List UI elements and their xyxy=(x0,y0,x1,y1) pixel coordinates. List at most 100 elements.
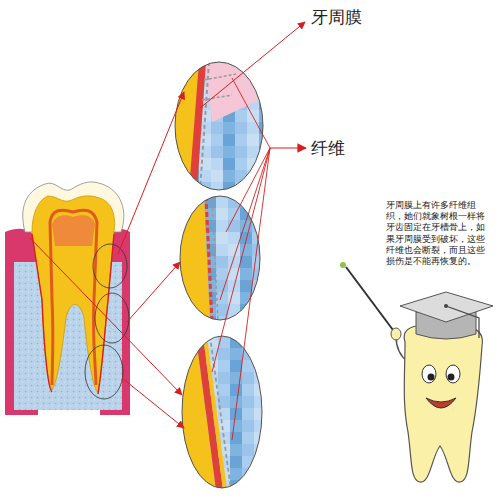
drawing-part xyxy=(230,444,242,456)
drawing-part xyxy=(247,134,259,146)
drawing-part xyxy=(232,148,270,440)
drawing-part xyxy=(242,372,254,384)
drawing-part xyxy=(223,158,235,170)
drawing-part xyxy=(175,170,187,182)
drawing-part xyxy=(211,170,223,182)
drawing-part xyxy=(182,468,194,480)
drawing-part xyxy=(240,268,252,280)
drawing-part xyxy=(175,182,187,194)
magnified-view xyxy=(180,336,266,492)
drawing-part xyxy=(218,372,230,384)
drawing-part xyxy=(216,208,228,220)
drawing-part xyxy=(192,316,204,328)
magnified-view xyxy=(178,195,264,328)
drawing-part xyxy=(212,196,218,322)
tassel xyxy=(446,306,479,338)
drawing-part xyxy=(228,208,240,220)
pointer-arrows xyxy=(30,92,184,428)
drawing-part xyxy=(422,365,436,383)
drawing-part xyxy=(194,480,206,492)
drawing-part xyxy=(254,480,266,492)
drawing-part xyxy=(242,384,254,396)
drawing-part xyxy=(428,374,435,381)
drawing-part xyxy=(254,372,266,384)
drawing-part xyxy=(182,348,194,360)
drawing-part xyxy=(240,244,252,256)
drawing-part xyxy=(230,456,242,468)
drawing-part xyxy=(235,110,247,122)
drawing-part xyxy=(230,384,242,396)
drawing-part xyxy=(228,232,240,244)
magnified-views xyxy=(174,62,271,492)
drawing-part xyxy=(210,336,231,490)
tooth-body xyxy=(404,325,482,482)
magnified-outline xyxy=(182,336,262,488)
drawing-part xyxy=(218,384,230,396)
drawing-part xyxy=(180,304,192,316)
drawing-part xyxy=(230,432,242,444)
focus-circle xyxy=(93,244,127,288)
drawing-part xyxy=(122,378,184,428)
drawing-part xyxy=(259,86,271,98)
drawing-part xyxy=(211,134,223,146)
drawing-part xyxy=(127,262,180,322)
mouth xyxy=(426,398,456,408)
drawing-part xyxy=(240,280,252,292)
drawing-part xyxy=(240,316,252,328)
drawing-part xyxy=(235,170,247,182)
drawing-part xyxy=(200,62,209,190)
drawing-part xyxy=(247,158,259,170)
drawing-part xyxy=(242,480,254,492)
drawing-part xyxy=(230,348,242,360)
drawing-part xyxy=(216,196,228,208)
drawing-part xyxy=(223,146,235,158)
drawing-part xyxy=(254,456,266,468)
pointer-tip xyxy=(340,262,346,268)
drawing-part xyxy=(259,110,271,122)
drawing-part xyxy=(187,182,199,194)
drawing-part xyxy=(216,220,228,232)
pulp xyxy=(50,210,97,385)
drawing-part xyxy=(242,396,254,408)
drawing-part xyxy=(206,196,212,322)
drawing-part xyxy=(254,396,266,408)
drawing-part xyxy=(175,62,187,74)
drawing-part xyxy=(254,348,266,360)
drawing-part xyxy=(216,268,228,280)
drawing-part xyxy=(211,122,223,134)
drawing-part xyxy=(446,365,460,383)
part-label: 纤维 xyxy=(311,137,345,160)
drawing-part xyxy=(242,408,254,420)
drawing-part xyxy=(118,92,184,254)
drawing-part xyxy=(252,316,264,328)
drawing-part xyxy=(232,78,270,148)
drawing-part xyxy=(259,122,271,134)
pulp-chamber xyxy=(52,215,95,246)
drawing-part xyxy=(448,374,455,381)
drawing-part xyxy=(204,74,236,80)
drawing-part xyxy=(252,220,264,232)
part-label: 牙周膜 xyxy=(311,6,362,29)
drawing-part xyxy=(252,244,264,256)
drawing-part xyxy=(228,220,240,232)
drawing-part xyxy=(230,360,242,372)
drawing-part xyxy=(444,304,448,308)
drawing-part xyxy=(259,74,271,86)
drawing-part xyxy=(235,134,247,146)
cartoon-tooth xyxy=(340,262,493,482)
drawing-part xyxy=(247,146,259,158)
drawing-part xyxy=(182,480,194,492)
drawing-part xyxy=(235,146,247,158)
drawing-part xyxy=(205,62,264,122)
fiber-leaders xyxy=(212,78,306,440)
drawing-part xyxy=(235,122,247,134)
drawing-part xyxy=(199,146,211,158)
magnified-outline xyxy=(175,62,263,190)
drawing-part xyxy=(254,336,266,348)
drawing-part xyxy=(259,62,271,74)
drawing-part xyxy=(180,316,192,328)
drawing-part xyxy=(242,444,254,456)
drawing-part xyxy=(220,148,270,300)
ligament xyxy=(32,234,114,394)
pointer-stick xyxy=(346,267,396,334)
